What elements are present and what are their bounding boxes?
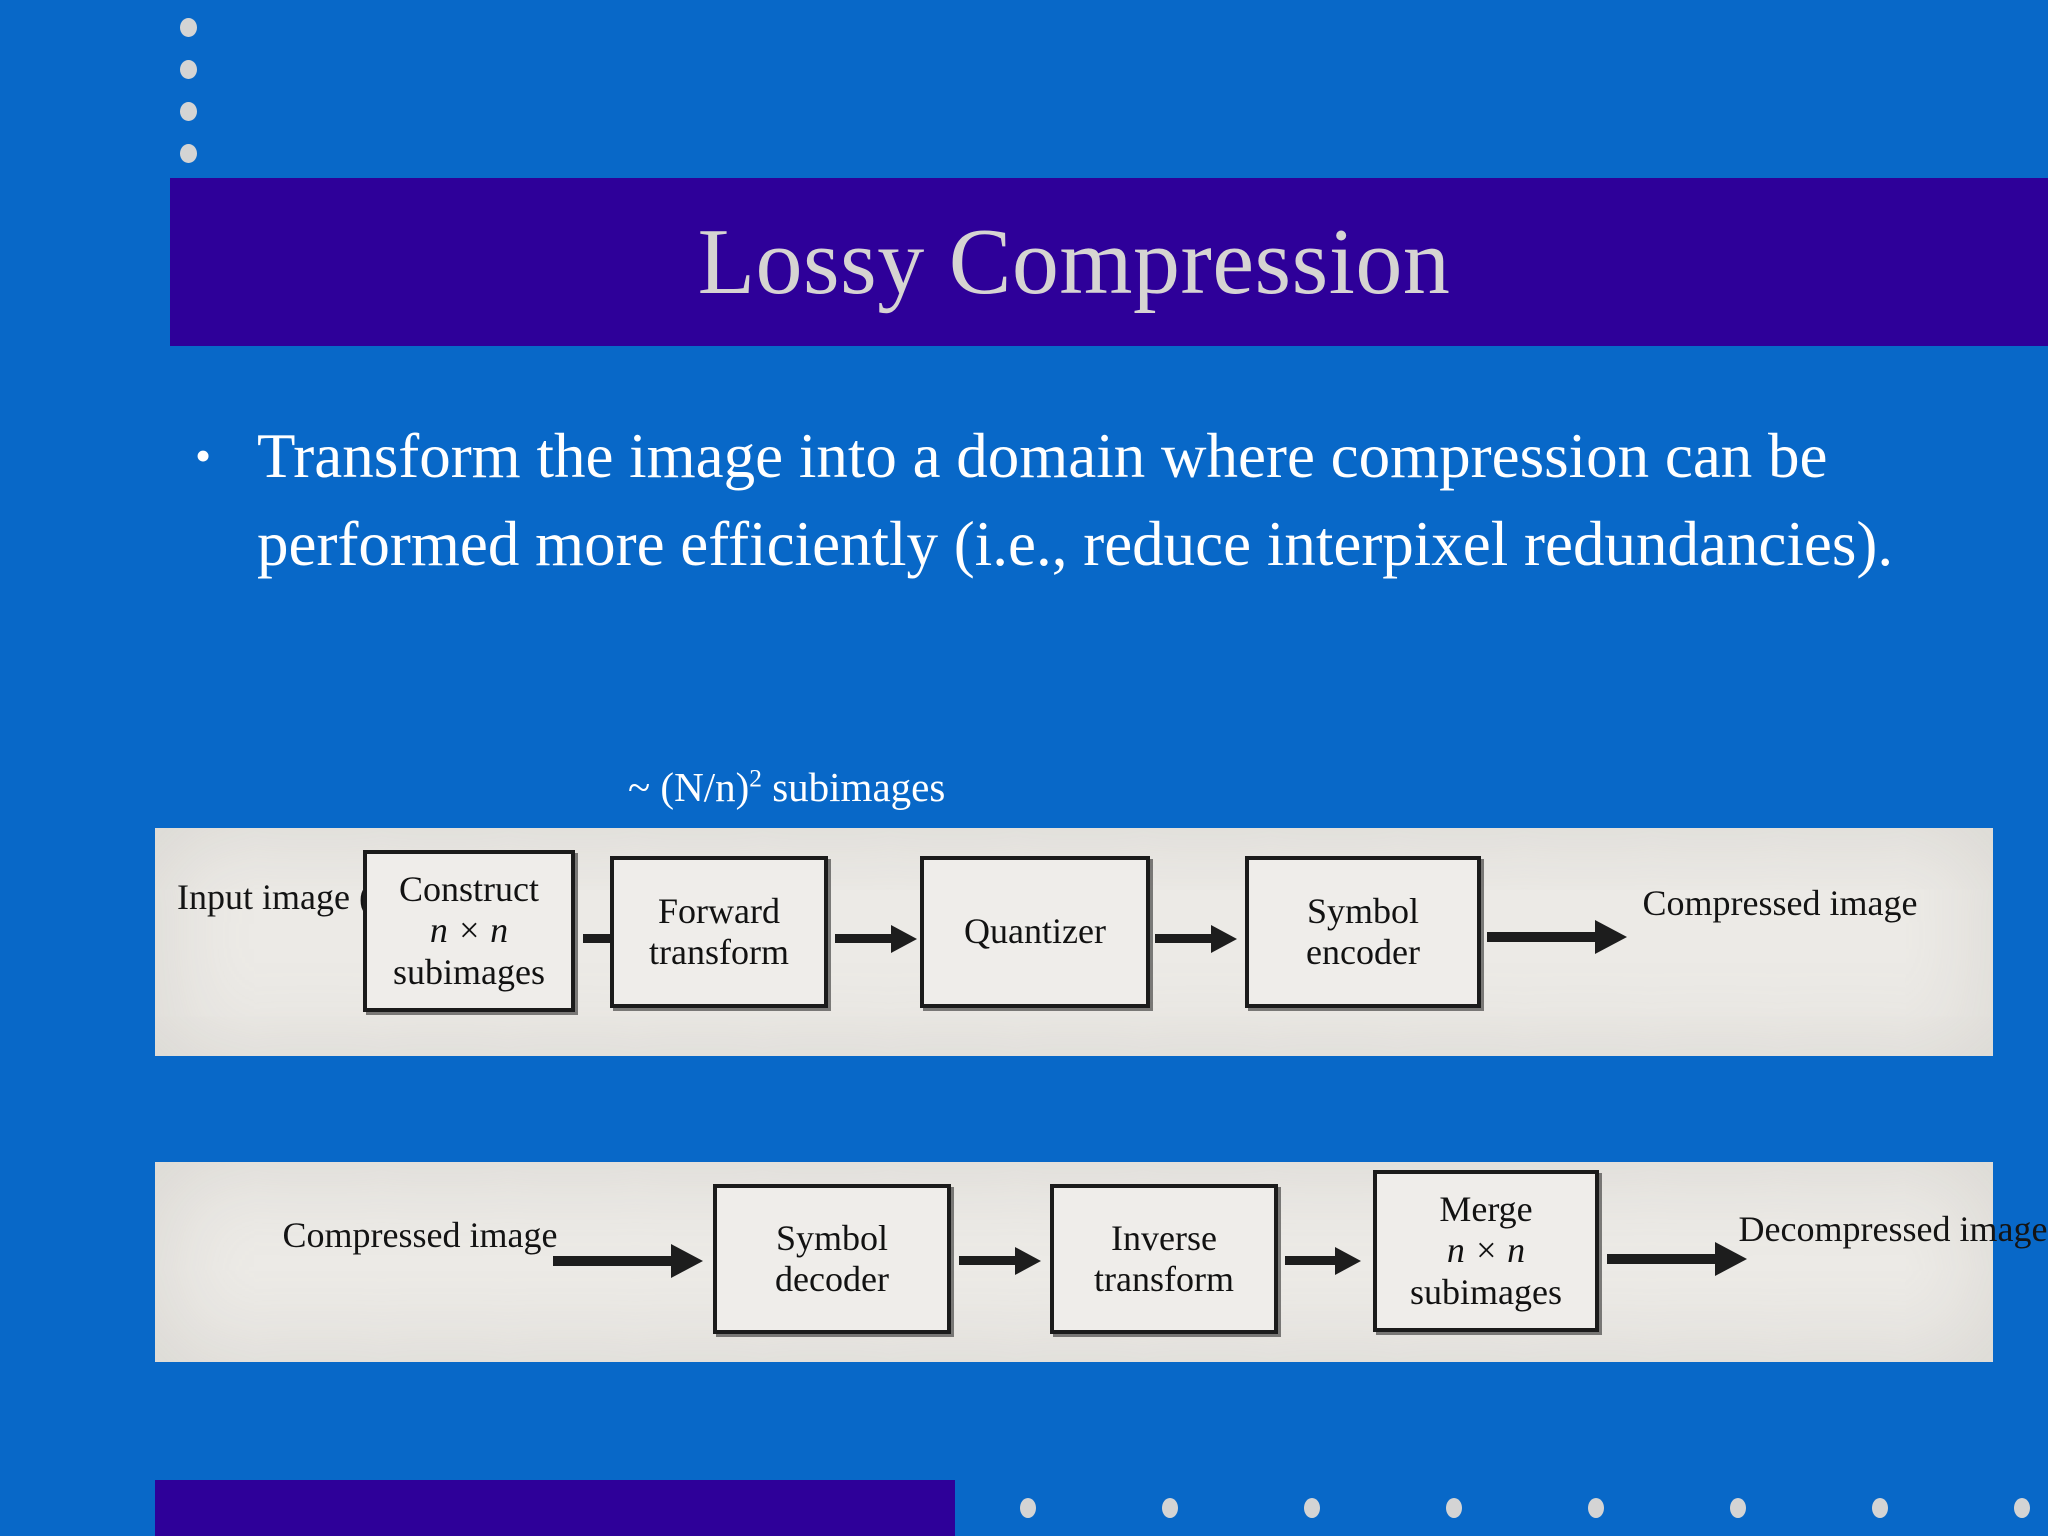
- top-left-dot-column: [180, 18, 200, 186]
- block-symbol-encoder-line-2: encoder: [1306, 932, 1420, 972]
- decoder-output-line-2: image: [1959, 1209, 2048, 1249]
- block-merge-line-1: Merge: [1439, 1189, 1533, 1230]
- decoder-input-label: Compressed image: [265, 1214, 575, 1257]
- arrow-input-to-symbol-decoder: [553, 1256, 673, 1266]
- decorative-dot: [180, 18, 197, 37]
- bullet-item-text: Transform the image into a domain where …: [257, 421, 1894, 579]
- block-inverse-transform: Inverse transform: [1050, 1184, 1278, 1334]
- decoder-input-line-2: image: [469, 1215, 558, 1255]
- block-inverse-line-1: Inverse: [1111, 1217, 1217, 1258]
- arrow-merge-to-output: [1607, 1254, 1717, 1264]
- block-symbol-decoder: Symbol decoder: [713, 1184, 951, 1334]
- arrow-inverse-to-merge: [1285, 1256, 1337, 1265]
- decorative-dot: [1730, 1498, 1746, 1518]
- encoder-output-line-2: image: [1829, 883, 1918, 923]
- arrow-quantizer-to-symbol-encoder: [1155, 934, 1213, 943]
- block-construct-subimages: Construct n × n subimages: [363, 850, 575, 1012]
- block-inverse-line-2: transform: [1094, 1259, 1234, 1299]
- encoder-output-line-1: Compressed: [1642, 883, 1821, 923]
- block-forward-line-1: Forward: [658, 890, 780, 931]
- block-quantizer-line-1: Quantizer: [964, 911, 1106, 952]
- encoder-input-line-1: Input: [177, 877, 253, 917]
- decorative-dot: [1588, 1498, 1604, 1518]
- block-symbol-encoder: Symbol encoder: [1245, 856, 1481, 1008]
- decoder-input-line-1: Compressed: [282, 1215, 461, 1255]
- arrow-symbol-decoder-to-inverse: [959, 1256, 1017, 1265]
- arrow-symbol-encoder-to-output: [1487, 932, 1597, 942]
- bullet-marker-icon: •: [195, 430, 212, 481]
- decorative-dot: [1872, 1498, 1888, 1518]
- decoder-output-label: Decompressed image: [1723, 1208, 2048, 1251]
- block-merge-line-3: subimages: [1410, 1271, 1562, 1312]
- block-construct-line-2: n × n: [429, 910, 509, 951]
- decorative-dot: [1020, 1498, 1036, 1518]
- decorative-dot: [180, 102, 197, 121]
- decoder-block-diagram: Compressed image Symbol decoder Inverse …: [155, 1162, 2047, 1362]
- decorative-dot: [180, 144, 197, 163]
- block-symbol-decoder-line-2: decoder: [775, 1259, 889, 1299]
- block-construct-line-3: subimages: [393, 951, 545, 992]
- block-symbol-encoder-line-1: Symbol: [1306, 890, 1420, 931]
- encoder-block-diagram: Input image (N×N) Construct n × n subima…: [155, 828, 1993, 1056]
- decorative-dot: [1162, 1498, 1178, 1518]
- encoder-input-line-2: image: [262, 877, 350, 917]
- annotation-prefix: ~ (N/n): [628, 764, 750, 810]
- footer-accent-bar: [155, 1480, 955, 1536]
- arrow-forward-to-quantizer: [835, 934, 893, 943]
- decorative-dot: [1446, 1498, 1462, 1518]
- block-merge-subimages: Merge n × n subimages: [1373, 1170, 1599, 1332]
- decorative-dot: [2014, 1498, 2030, 1518]
- title-band: Lossy Compression: [170, 178, 2048, 346]
- bullet-list: • Transform the image into a domain wher…: [185, 412, 1985, 588]
- block-forward-transform: Forward transform: [610, 856, 828, 1008]
- block-forward-line-2: transform: [649, 932, 789, 972]
- block-construct-line-1: Construct: [399, 869, 539, 910]
- block-quantizer: Quantizer: [920, 856, 1150, 1008]
- page-title: Lossy Compression: [697, 210, 1451, 314]
- encoder-output-label: Compressed image: [1615, 882, 1945, 925]
- decoder-output-line-1: Decompressed: [1738, 1209, 1951, 1249]
- footer-dot-row: [1020, 1498, 2030, 1518]
- block-merge-line-2: n × n: [1446, 1230, 1526, 1271]
- decorative-dot: [1304, 1498, 1320, 1518]
- annotation-suffix: subimages: [761, 764, 946, 810]
- annotation-superscript: 2: [749, 764, 762, 793]
- subimages-annotation: ~ (N/n)2 subimages: [628, 764, 946, 810]
- block-symbol-decoder-line-1: Symbol: [775, 1217, 889, 1258]
- decorative-dot: [180, 60, 197, 79]
